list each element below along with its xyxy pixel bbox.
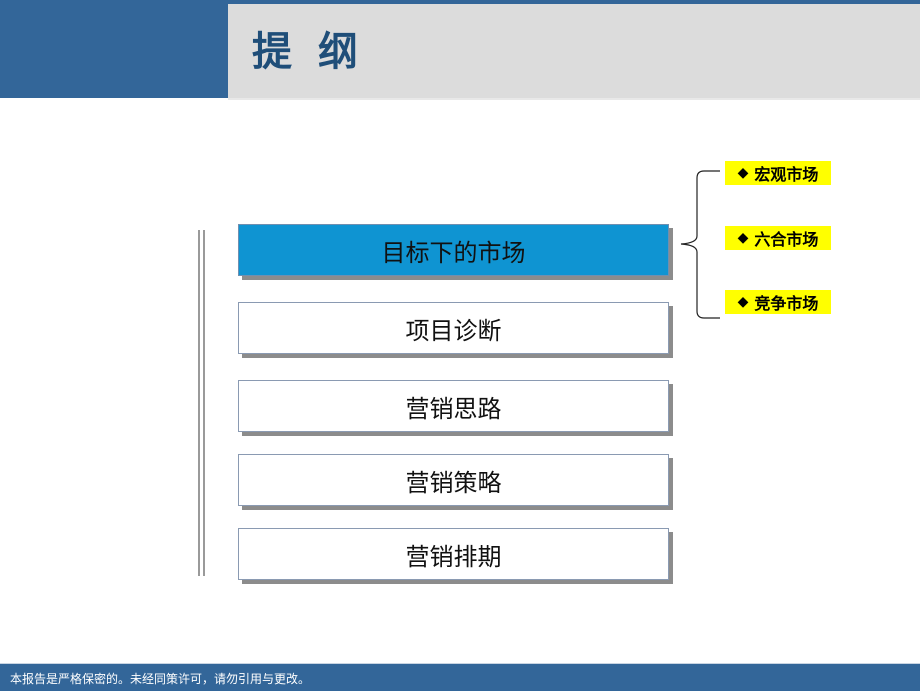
top-stripe [0, 0, 920, 4]
submarket-label: 六合市场 [754, 230, 819, 249]
page-title: 提 纲 [252, 29, 364, 75]
outline-item-label: 目标下的市场 [381, 238, 526, 267]
outline-item-label: 项目诊断 [405, 316, 502, 345]
diamond-bullet-icon: ◆ [737, 230, 749, 246]
outline-item-label: 营销思路 [405, 394, 502, 423]
outline-item-marketing-schedule[interactable]: 营销排期 [238, 528, 669, 580]
divider-line-right [203, 230, 205, 576]
footer-bar: 本报告是严格保密的。未经同策许可，请勿引用与更改。 [0, 663, 920, 691]
outline-item-marketing-thinking[interactable]: 营销思路 [238, 380, 669, 432]
submarket-tag-luhe[interactable]: ◆ 六合市场 [725, 226, 831, 250]
outline-item-label: 营销排期 [405, 542, 502, 571]
curly-brace-icon [680, 170, 720, 319]
submarket-label: 宏观市场 [754, 165, 819, 184]
header-accent-block [0, 4, 228, 98]
outline-item-project-diagnosis[interactable]: 项目诊断 [238, 302, 669, 354]
outline-item-marketing-strategy[interactable]: 营销策略 [238, 454, 669, 506]
outline-item-target-market[interactable]: 目标下的市场 [238, 224, 669, 276]
header-band [228, 4, 920, 100]
submarket-label: 竞争市场 [754, 294, 819, 313]
diamond-bullet-icon: ◆ [737, 165, 749, 181]
diamond-bullet-icon: ◆ [737, 294, 749, 310]
confidentiality-notice: 本报告是严格保密的。未经同策许可，请勿引用与更改。 [10, 672, 311, 686]
submarket-tag-competition[interactable]: ◆ 竞争市场 [725, 290, 831, 314]
outline-item-label: 营销策略 [405, 468, 502, 497]
submarket-tag-macro[interactable]: ◆ 宏观市场 [725, 161, 831, 185]
divider-line-left [198, 230, 200, 576]
